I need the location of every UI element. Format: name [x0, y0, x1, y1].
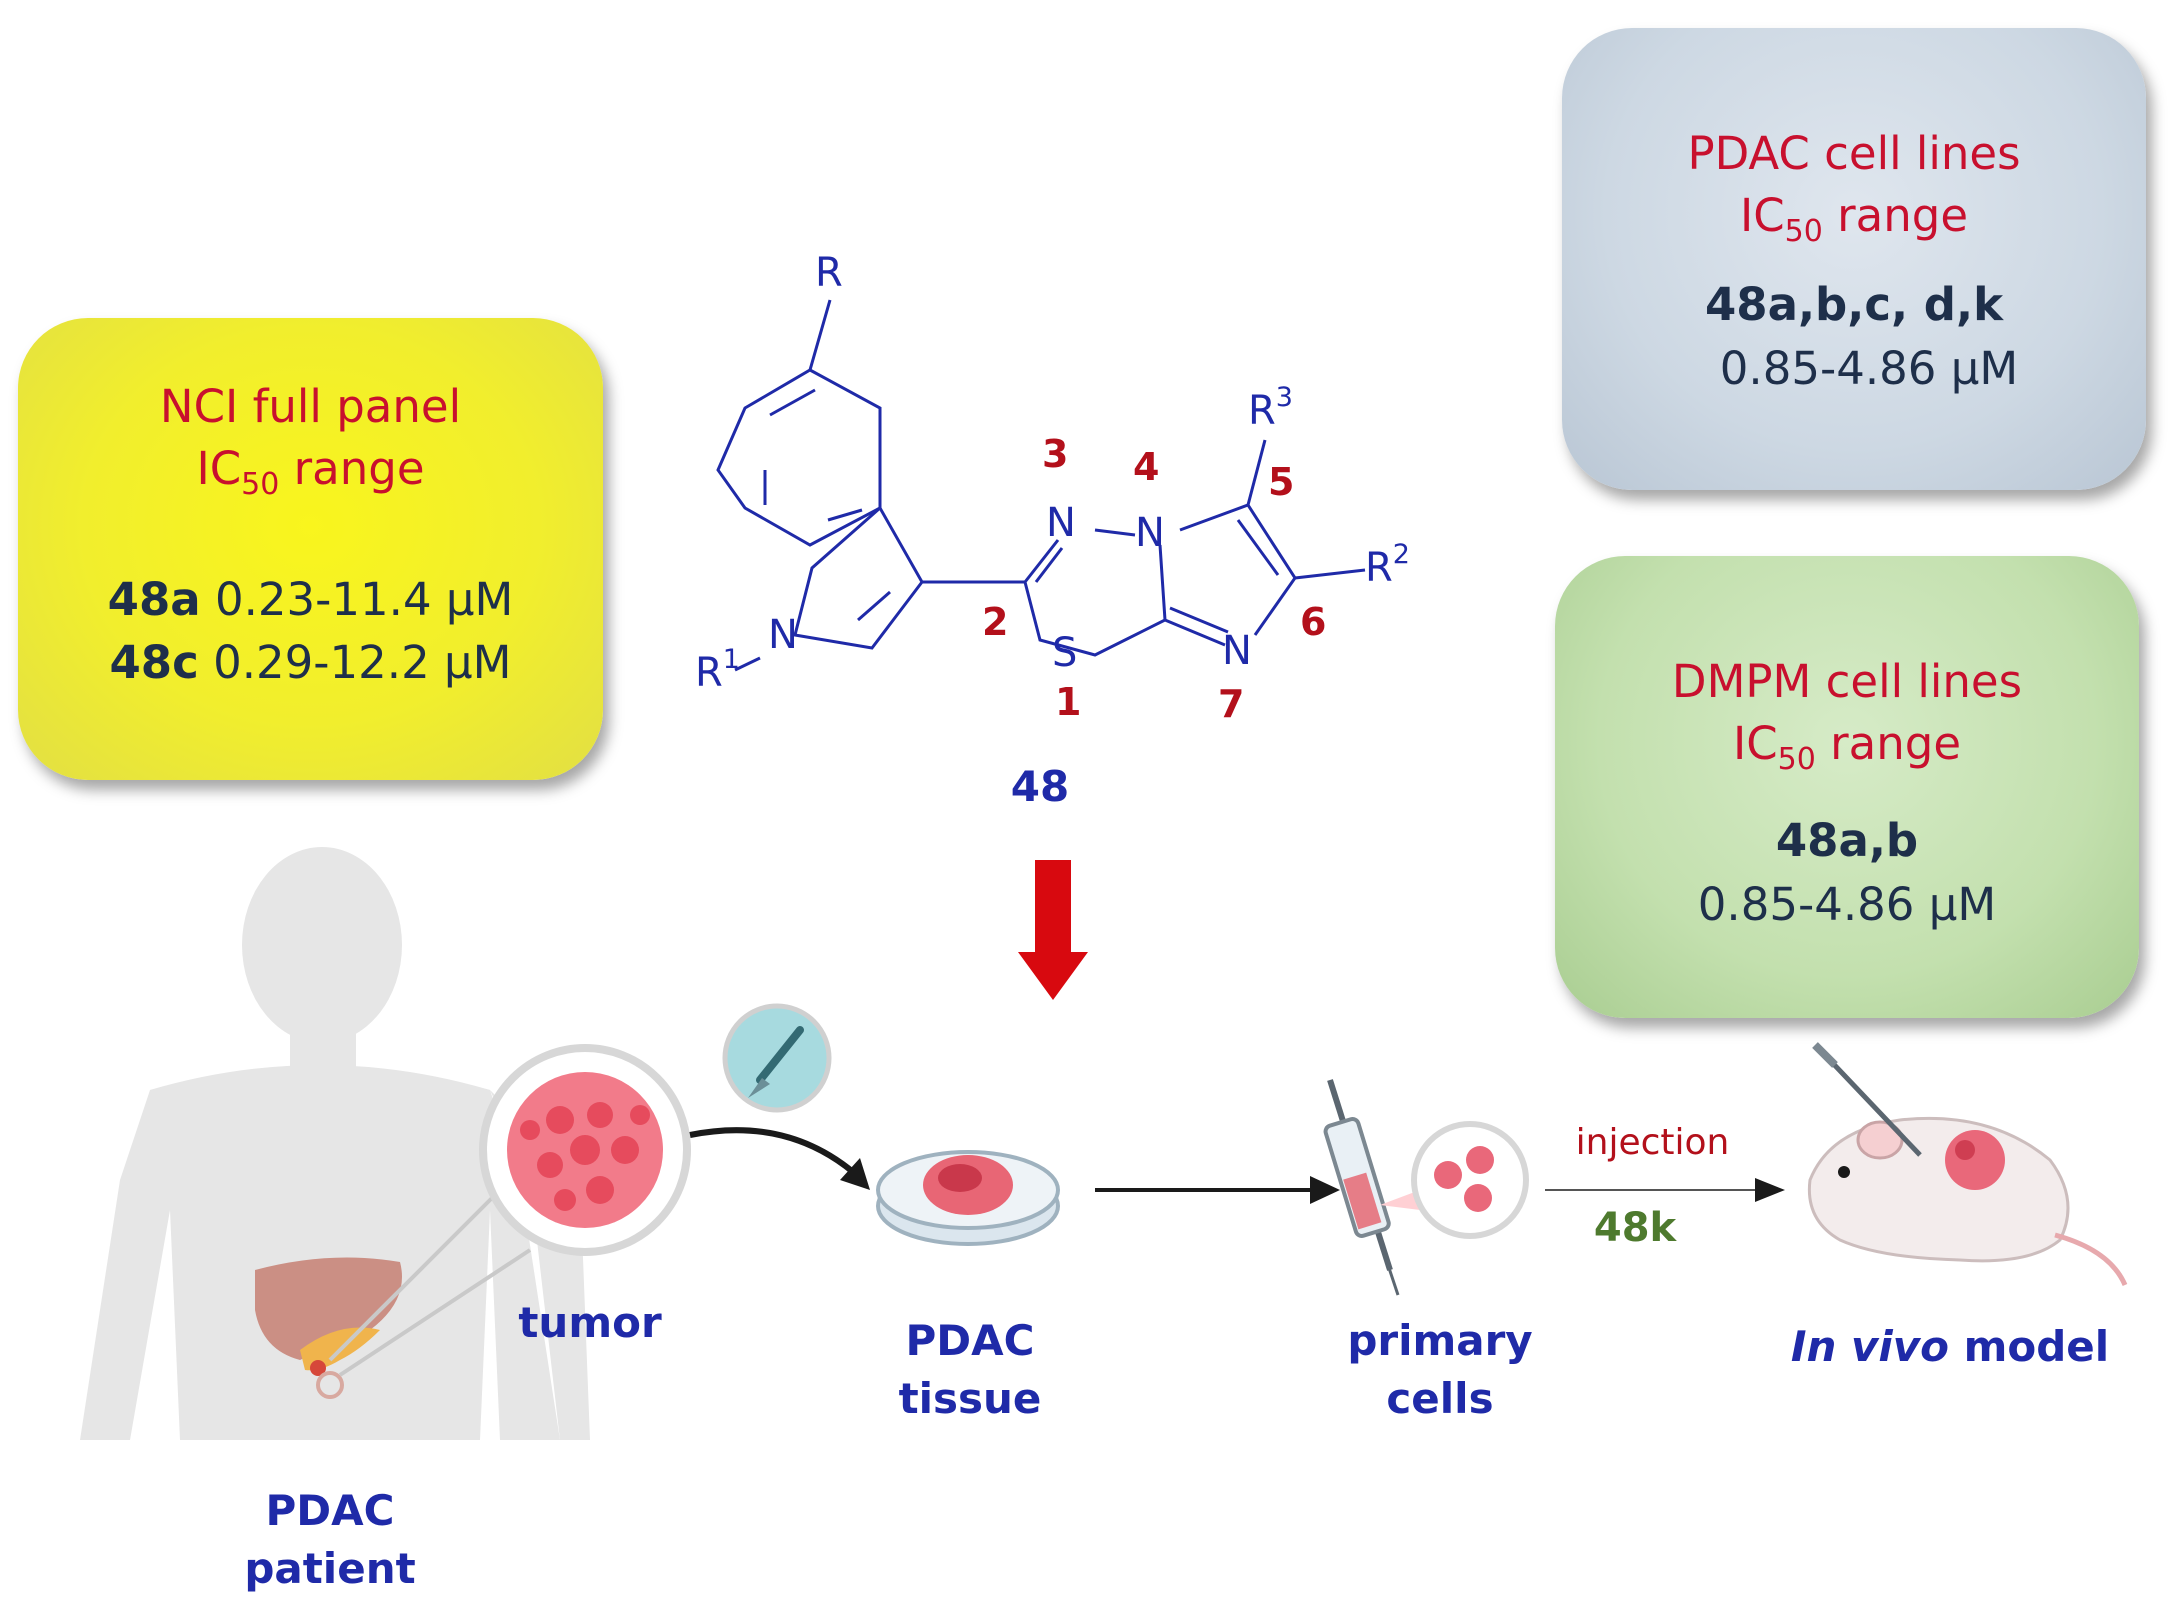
- dmpm-title: DMPM cell lines IC50 range: [1555, 651, 2139, 791]
- ring-number-5: 5: [1268, 460, 1295, 504]
- petri-dish-tissue-icon: [876, 1150, 1060, 1246]
- dmpm-title-ic: IC: [1732, 717, 1778, 770]
- atom-s: S: [1052, 630, 1078, 676]
- atom-r1-letter: R: [695, 650, 723, 696]
- scalpel-icon: [722, 1003, 832, 1113]
- dmpm-compounds: 48a,b: [1775, 814, 1919, 867]
- injection-label: injection: [1575, 1122, 1730, 1163]
- dmpm-value: 0.85-4.86 μM: [1697, 878, 1997, 931]
- pdac-title-sub: 50: [1784, 214, 1823, 249]
- dmpm-title-line1: DMPM cell lines: [1671, 655, 2023, 708]
- chemical-structure-bonds: [716, 299, 1366, 672]
- pdac-title-range: range: [1822, 189, 1969, 242]
- primary-cells-label: primary cells: [1320, 1312, 1560, 1428]
- nci-title-sub: 50: [241, 467, 280, 502]
- atom-n4: N: [1135, 510, 1165, 556]
- patient-label-line1: PDAC: [265, 1486, 395, 1535]
- tissue-label-line2: tissue: [898, 1374, 1042, 1423]
- ring-number-7: 7: [1218, 682, 1245, 726]
- atom-r3-letter: R: [1248, 388, 1276, 434]
- model-label-rest: model: [1948, 1322, 2110, 1371]
- tissue-label-line1: PDAC: [905, 1316, 1035, 1365]
- pdac-value: 0.85-4.86 μM: [1719, 342, 2019, 395]
- ring-number-4: 4: [1133, 445, 1160, 489]
- atom-r2: R2: [1365, 539, 1410, 591]
- pdac-compounds: 48a,b,c, d,k: [1704, 278, 2004, 331]
- nci-panel-box: NCI full panel IC50 range 48a 0.23-11.4 …: [18, 318, 603, 780]
- in-vivo-model-label: In vivo model: [1760, 1318, 2140, 1376]
- atom-r: R: [815, 250, 843, 296]
- ring-number-1: 1: [1055, 680, 1082, 724]
- tumor-label: tumor: [518, 1298, 662, 1347]
- nci-row-48a: 48a 0.23-11.4 μM: [18, 573, 603, 626]
- red-down-arrow: [1018, 860, 1088, 1000]
- syringe-icon: [1323, 1079, 1400, 1296]
- patient-silhouette: [80, 847, 590, 1440]
- nci-title-ic: IC: [196, 442, 242, 495]
- dmpm-cell-lines-box: DMPM cell lines IC50 range 48a,b 0.85-4.…: [1555, 556, 2139, 1018]
- atom-r2-sup: 2: [1392, 539, 1410, 570]
- pdac-cell-lines-box: PDAC cell lines IC50 range 48a,b,c, d,k …: [1562, 28, 2146, 490]
- atom-r3: R3: [1248, 382, 1293, 434]
- patient-label-line2: patient: [244, 1544, 416, 1593]
- compound-label-48: 48: [1010, 762, 1070, 811]
- in-vivo-italic: In vivo: [1790, 1322, 1949, 1371]
- ring-number-6: 6: [1300, 600, 1327, 644]
- nci-title-range: range: [279, 442, 425, 495]
- primary-cells-icon: [1380, 1121, 1529, 1239]
- atom-r1: R1: [695, 644, 740, 696]
- dmpm-title-range: range: [1815, 717, 1962, 770]
- patient-label: PDAC patient: [200, 1482, 460, 1598]
- nci-row2-value: 0.29-12.2 μM: [198, 636, 512, 689]
- atom-n3: N: [1046, 500, 1076, 546]
- nci-row-48c: 48c 0.29-12.2 μM: [18, 636, 603, 689]
- tissue-label: PDAC tissue: [850, 1312, 1090, 1428]
- atom-n7: N: [1222, 628, 1252, 674]
- ring-number-2: 2: [982, 600, 1009, 644]
- injected-compound: 48k: [1593, 1205, 1677, 1251]
- cells-label-line1: primary: [1347, 1316, 1533, 1365]
- liver-icon: [255, 1257, 402, 1360]
- nci-title: NCI full panel IC50 range: [18, 376, 603, 516]
- ring-number-3: 3: [1042, 432, 1069, 476]
- atom-r3-sup: 3: [1275, 382, 1293, 413]
- nci-row2-compound: 48c: [109, 636, 199, 689]
- pdac-title-ic: IC: [1739, 189, 1785, 242]
- atom-r1-sup: 1: [722, 644, 740, 675]
- dmpm-title-sub: 50: [1777, 742, 1816, 777]
- atom-r2-letter: R: [1365, 545, 1393, 591]
- nci-title-line1: NCI full panel: [159, 380, 462, 433]
- mouse-icon: [1807, 1042, 2128, 1287]
- nci-row1-value: 0.23-11.4 μM: [200, 573, 514, 626]
- tumor-icon: [479, 1044, 691, 1256]
- pdac-title-line1: PDAC cell lines: [1687, 127, 2021, 180]
- pdac-title: PDAC cell lines IC50 range: [1562, 123, 2146, 263]
- nci-row1-compound: 48a: [107, 573, 201, 626]
- atom-n-indole: N: [768, 612, 798, 658]
- cells-label-line2: cells: [1386, 1374, 1494, 1423]
